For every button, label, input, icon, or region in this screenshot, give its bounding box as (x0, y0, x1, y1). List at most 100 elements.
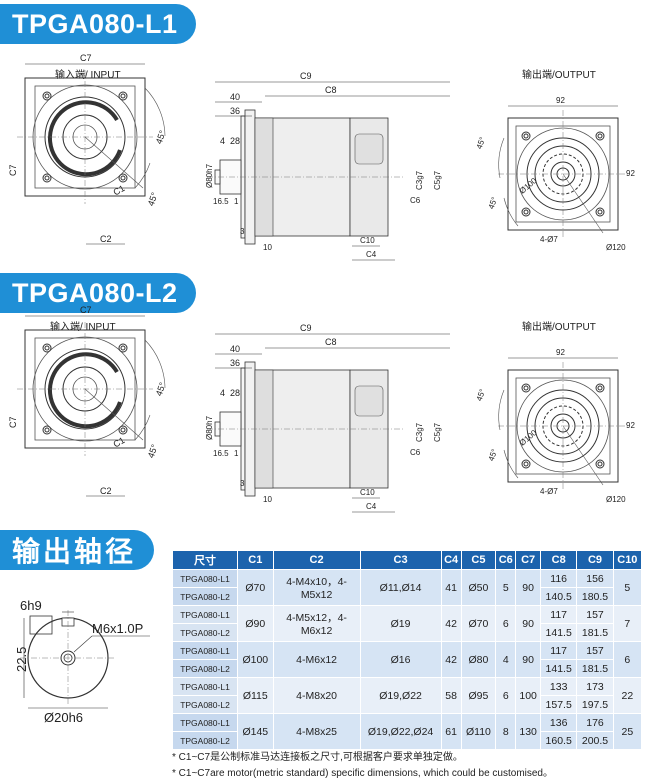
th-c7: C7 (515, 550, 541, 570)
cell-c4: 42 (440, 641, 462, 678)
th-c4: C4 (440, 550, 462, 570)
l1-dim-4: 4 (220, 136, 225, 146)
cell-c1: Ø100 (237, 641, 274, 678)
th-c3: C3 (359, 550, 442, 570)
cell-c2: 4-M8x20 (272, 677, 361, 714)
l2-dim-40: 40 (230, 344, 240, 354)
cell-c1: Ø115 (237, 677, 274, 714)
cell-c9: 157 (576, 605, 614, 624)
note-cn: * C1~C7是公制标准马达连接板之尺寸,可根据客户要求单独定做。 (172, 752, 463, 763)
l2-dim-45-b: 45° (146, 443, 160, 460)
spec-table-header: 尺寸 C1 C2 C3 C4 C5 C6 C7 C8 C9 C10 (172, 550, 643, 570)
l1-output-view (497, 109, 629, 239)
cell-c5: Ø80 (460, 641, 497, 678)
cell-model: TPGA080-L2 (172, 731, 238, 750)
l1-dim-40: 40 (230, 92, 240, 102)
l2-dim-c9: C9 (300, 323, 312, 333)
cell-c8: 157.5 (539, 695, 578, 714)
l1-dim-c4: C4 (366, 250, 377, 259)
l1-dim-c7-top: C7 (80, 53, 92, 63)
cell-c8: 140.5 (539, 587, 578, 606)
l1-dim-c1: C1 (112, 183, 127, 197)
cell-c8: 141.5 (539, 623, 578, 642)
cell-c5: Ø70 (460, 605, 497, 642)
cell-c9: 176 (576, 713, 614, 732)
cell-c3: Ø11,Ø14 (359, 569, 442, 606)
cell-model: TPGA080-L1 (172, 569, 238, 588)
cell-c9: 173 (576, 677, 614, 696)
l2-dim-92-side: 92 (626, 421, 635, 430)
l2-dim-c7-side: C7 (8, 416, 18, 428)
cell-c7: 90 (515, 605, 541, 642)
th-c8: C8 (539, 550, 578, 570)
cell-c6: 8 (495, 713, 517, 750)
shaft-section-title: 输出轴径 (0, 530, 155, 570)
l2-dim-4: 4 (220, 388, 225, 398)
cell-c4: 58 (440, 677, 462, 714)
cell-model: TPGA080-L2 (172, 659, 238, 678)
table-row: TPGA080-L2 140.5 180.5 (172, 587, 642, 606)
table-row: TPGA080-L1 Ø90 4-M5x12，4-M6x12 Ø19 42 Ø7… (172, 605, 643, 642)
cell-c3: Ø16 (359, 641, 442, 678)
cell-c4: 41 (440, 569, 462, 606)
l1-drawing: C7 C7 C1 45° 45° C2 C9 C8 40 36 4 28 Ø80… (8, 53, 635, 261)
l1-dim-92-side: 92 (626, 169, 635, 178)
l1-dim-10: 10 (263, 243, 272, 252)
l2-drawing: C7 C7 C1 45° 45° C2 C9 C8 40 36 4 28 Ø80… (8, 305, 635, 513)
table-row: TPGA080-L2 160.5 200.5 (172, 731, 642, 750)
cell-c9: 156 (576, 569, 614, 588)
table-row: TPGA080-L1 Ø70 4-M4x10，4-M5x12 Ø11,Ø14 4… (172, 569, 643, 606)
l2-dim-165: 16.5 (213, 449, 229, 458)
cell-c6: 6 (495, 677, 517, 714)
cell-c9: 180.5 (576, 587, 614, 606)
table-row: TPGA080-L2 141.5 181.5 (172, 623, 642, 642)
cell-c9: 181.5 (576, 659, 614, 678)
l2-dim-45-out-b: 45° (487, 448, 500, 462)
cell-c9: 197.5 (576, 695, 614, 714)
table-row: TPGA080-L2 157.5 197.5 (172, 695, 642, 714)
cell-c5: Ø95 (460, 677, 497, 714)
l1-dim-3: 3 (240, 227, 245, 236)
l1-dim-c9: C9 (300, 71, 312, 81)
cell-c5: Ø50 (460, 569, 497, 606)
l2-dim-1: 1 (234, 449, 239, 458)
table-row: TPGA080-L2 141.5 181.5 (172, 659, 642, 678)
cell-model: TPGA080-L1 (172, 677, 238, 696)
l2-output-label: 输出端/OUTPUT (522, 322, 596, 333)
cell-c2: 4-M4x10，4-M5x12 (272, 569, 361, 606)
shaft-height-dim: 22.5 (14, 647, 29, 672)
l2-dim-c3: C3g7 (415, 422, 424, 442)
th-c9: C9 (576, 550, 614, 570)
table-row: TPGA080-L1 Ø115 4-M8x20 Ø19,Ø22 58 Ø95 6… (172, 677, 643, 714)
l1-dim-c10: C10 (360, 236, 375, 245)
l1-input-view (15, 68, 167, 206)
l1-output-label: 输出端/OUTPUT (522, 70, 596, 81)
l2-side-view (206, 361, 406, 497)
cell-c4: 42 (440, 605, 462, 642)
l2-dim-3: 3 (240, 479, 245, 488)
l2-dim-c5: C5g7 (433, 422, 442, 442)
l1-dim-c3: C3g7 (415, 170, 424, 190)
cell-c8: 141.5 (539, 659, 578, 678)
l1-dim-45-out-a: 45° (475, 136, 488, 150)
cell-c9: 157 (576, 641, 614, 660)
cell-c7: 90 (515, 569, 541, 606)
l1-dim-c2: C2 (100, 234, 112, 244)
th-c2: C2 (272, 550, 361, 570)
l2-dim-c1: C1 (112, 435, 127, 449)
cell-c7: 130 (515, 713, 541, 750)
l2-dim-c8: C8 (325, 337, 337, 347)
l2-dim-c4: C4 (366, 502, 377, 511)
cell-c7: 100 (515, 677, 541, 714)
l1-dim-92-top: 92 (556, 96, 565, 105)
l1-dim-165: 16.5 (213, 197, 229, 206)
l2-dim-36: 36 (230, 358, 240, 368)
shaft-diameter-dim: Ø20h6 (44, 710, 83, 725)
l1-dim-c8: C8 (325, 85, 337, 95)
cell-c1: Ø145 (237, 713, 274, 750)
cell-c3: Ø19,Ø22 (359, 677, 442, 714)
l2-input-view (15, 320, 167, 458)
l2-dim-c10: C10 (360, 488, 375, 497)
th-c10: C10 (612, 550, 643, 570)
cell-c6: 5 (495, 569, 517, 606)
